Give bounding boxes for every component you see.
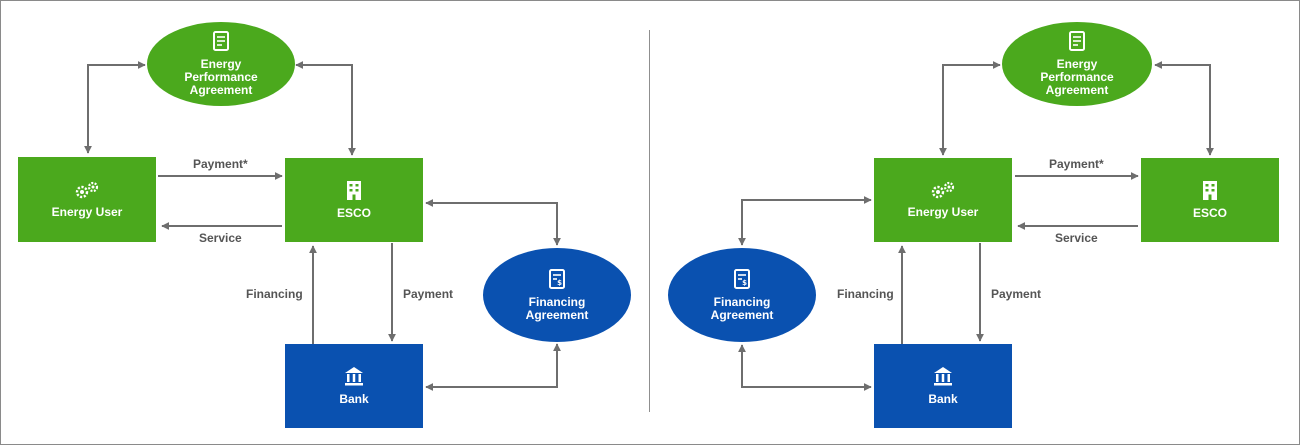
bank-label: Bank xyxy=(339,392,369,406)
svg-text:$: $ xyxy=(742,279,747,287)
building-icon xyxy=(346,180,362,203)
panel-divider xyxy=(649,30,650,412)
agreement-label: Energy Performance Agreement xyxy=(184,57,258,97)
arrow-energy-user-agreement xyxy=(84,61,146,154)
dollar-document-icon: $ xyxy=(734,268,750,292)
energy-user-label-right: Energy User xyxy=(907,205,979,219)
bank-icon xyxy=(933,366,953,389)
arrow-esco-financing-agreement xyxy=(425,199,561,246)
arrow-energy-user-financing-agreement-right xyxy=(738,196,872,246)
bank-node: Bank xyxy=(285,344,423,428)
gears-icon xyxy=(73,181,101,202)
esco-label: ESCO xyxy=(336,206,371,220)
arrow-bank-financing-agreement-right xyxy=(738,344,872,391)
arrow-energy-user-agreement-right xyxy=(939,61,1001,156)
document-icon xyxy=(1069,31,1085,54)
energy-user-node: Energy User xyxy=(18,157,156,242)
bank-label-right: Bank xyxy=(928,392,958,406)
energy-performance-agreement-node: Energy Performance Agreement xyxy=(147,22,295,106)
financing-label-right: Financing xyxy=(837,287,894,301)
financing-label: Financing xyxy=(246,287,303,301)
svg-text:$: $ xyxy=(557,279,562,287)
esco-label-right: ESCO xyxy=(1192,206,1227,220)
esco-node: ESCO xyxy=(285,158,423,242)
payment-label-right: Payment xyxy=(991,287,1042,301)
arrow-bank-financing-agreement xyxy=(425,343,561,391)
bank-node-right: Bank xyxy=(874,344,1012,428)
bank-icon xyxy=(344,366,364,389)
dollar-document-icon: $ xyxy=(549,268,565,292)
arrow-agreement-esco-right xyxy=(1154,61,1214,156)
financing-agreement-label: Financing Agreement xyxy=(525,294,589,322)
service-label-right: Service xyxy=(1055,231,1098,245)
financing-agreement-node-right: $ Financing Agreement xyxy=(668,248,816,342)
energy-user-label: Energy User xyxy=(51,204,123,219)
gears-icon xyxy=(929,181,957,202)
building-icon xyxy=(1202,180,1218,203)
esco-node-right: ESCO xyxy=(1141,158,1279,242)
energy-performance-agreement-node-right: Energy Performance Agreement xyxy=(1002,22,1152,106)
payment-star-label-right: Payment* xyxy=(1049,157,1104,171)
payment-label: Payment xyxy=(403,287,454,301)
agreement-label-right: Energy Performance Agreement xyxy=(1040,57,1114,97)
financing-agreement-node: $ Financing Agreement xyxy=(483,248,631,342)
document-icon xyxy=(213,31,229,54)
financing-agreement-label-right: Financing Agreement xyxy=(710,294,774,322)
service-label: Service xyxy=(199,231,242,245)
payment-star-label: Payment* xyxy=(193,157,248,171)
energy-user-node-right: Energy User xyxy=(874,158,1012,242)
arrow-agreement-esco xyxy=(295,61,356,156)
